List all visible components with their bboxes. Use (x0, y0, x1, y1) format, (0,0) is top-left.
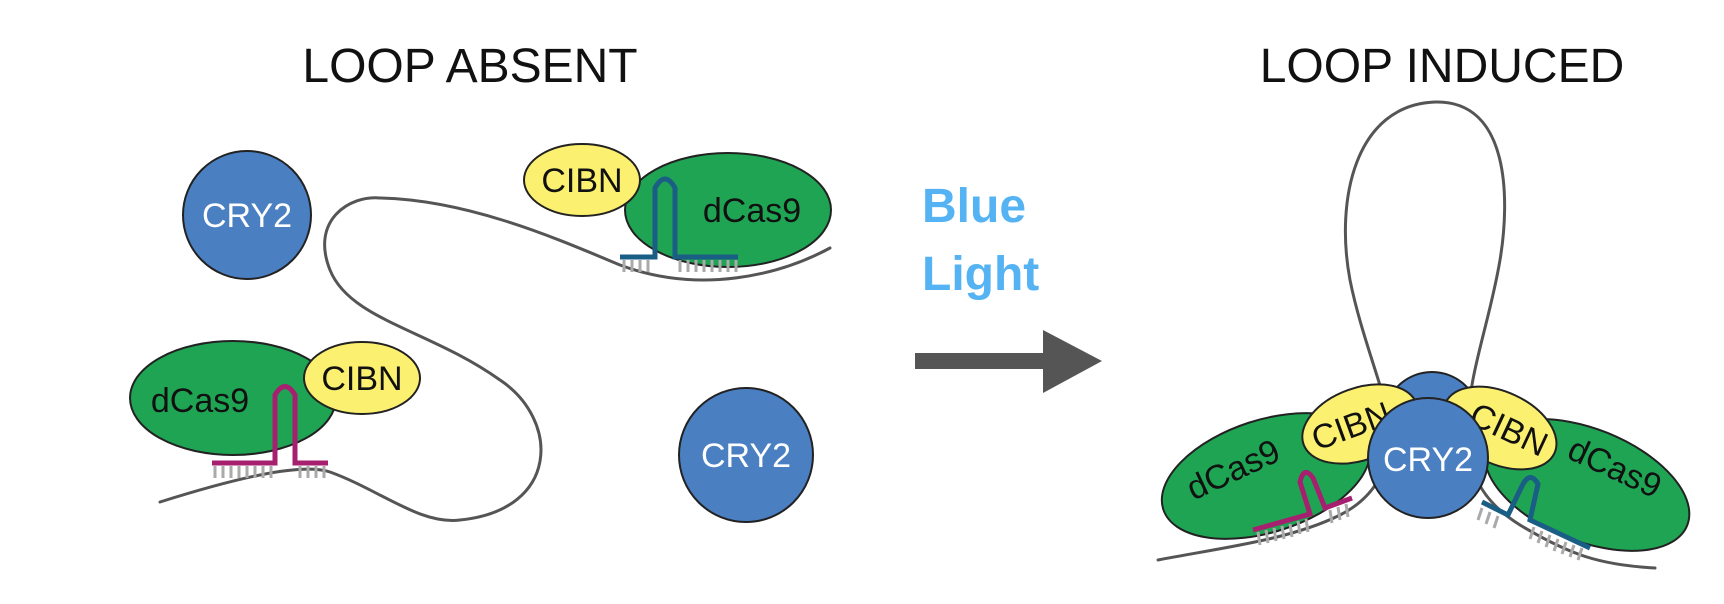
cry2-label: CRY2 (1383, 441, 1473, 479)
dcas9-label: dCas9 (151, 382, 249, 420)
stimulus-line1: Blue (922, 180, 1026, 233)
loop-absent-panel: CRY2 CRY2 dCas9 CIBN (129, 143, 832, 523)
cibn-ellipse (523, 143, 641, 217)
guide-rna-teal (620, 176, 738, 260)
cry2-circle (678, 387, 814, 523)
cibn-ellipse (303, 341, 421, 415)
cry2-free-top: CRY2 (182, 150, 312, 280)
base-pairs (213, 466, 326, 478)
cry2-label: CRY2 (202, 197, 292, 235)
title-loop-induced: LOOP INDUCED (1260, 40, 1625, 93)
guide-rna-magenta (212, 384, 328, 466)
guide-rna-magenta (1252, 469, 1353, 533)
cry2-free-bottom: CRY2 (678, 387, 814, 523)
dcas9-label: dCas9 (703, 192, 801, 230)
cry2-circle (1367, 397, 1489, 519)
base-pairs (1476, 507, 1584, 561)
loop-induced-panel: dCas9 dCas9 (1156, 100, 1691, 570)
base-pairs (622, 260, 738, 272)
cry2-induced-front: CRY2 (1367, 397, 1489, 519)
dcas9-complex-top: dCas9 CIBN (523, 143, 832, 272)
cibn-label: CIBN (541, 162, 622, 200)
guide-rna-teal (1480, 475, 1592, 551)
dna-strand-left (158, 196, 832, 522)
base-pairs (1256, 503, 1350, 546)
cry2-label: CRY2 (701, 437, 791, 475)
title-loop-absent: LOOP ABSENT (302, 40, 637, 93)
stimulus-line2: Light (922, 248, 1039, 301)
stimulus: Blue Light (915, 180, 1102, 393)
cry2-circle (182, 150, 312, 280)
cibn-label: CIBN (321, 360, 402, 398)
arrow-right-icon (915, 330, 1102, 393)
dna-strand-right (1156, 100, 1657, 570)
dcas9-complex-left: dCas9 CIBN (129, 340, 421, 478)
